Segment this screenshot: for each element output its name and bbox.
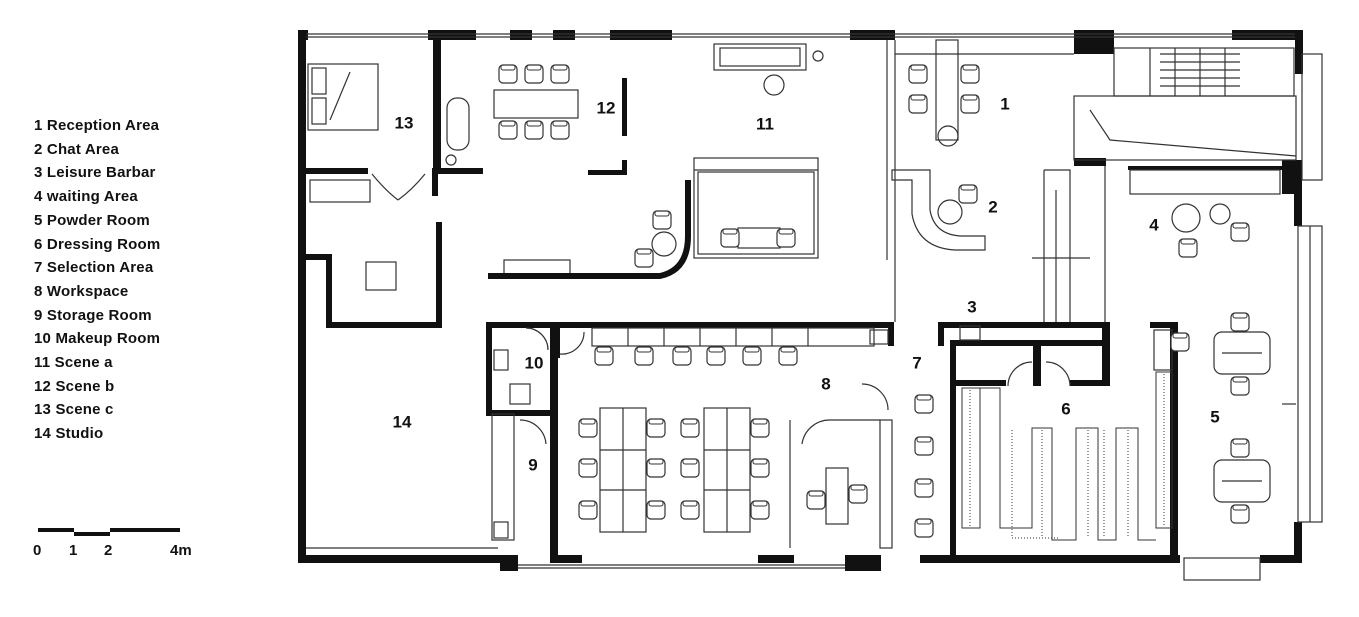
room-label: 12 bbox=[597, 98, 616, 117]
scale-tick-label: 0 bbox=[33, 542, 42, 559]
legend-item: 4 waiting Area bbox=[34, 188, 138, 206]
room-label: 11 bbox=[756, 114, 774, 133]
room-label: 9 bbox=[528, 455, 537, 474]
legend-item: 13 Scene c bbox=[34, 401, 114, 419]
thin-lines bbox=[306, 33, 1323, 581]
room-label: 8 bbox=[821, 374, 830, 393]
room-label: 5 bbox=[1210, 407, 1219, 426]
furniture-chairs bbox=[498, 64, 1250, 538]
scale-tick-label: 4m bbox=[170, 542, 192, 559]
legend-item: 3 Leisure Barbar bbox=[34, 164, 156, 182]
room-label: 1 bbox=[1000, 94, 1009, 113]
room-label: 13 bbox=[395, 113, 414, 132]
room-label: 7 bbox=[912, 353, 921, 372]
room-label: 4 bbox=[1149, 215, 1159, 234]
legend-item: 5 Powder Room bbox=[34, 211, 150, 229]
room-label: 2 bbox=[988, 197, 997, 216]
legend-item: 10 Makeup Room bbox=[34, 330, 161, 348]
scale-bar: 0 1 2 4m bbox=[30, 520, 220, 570]
legend-item: 14 Studio bbox=[34, 425, 104, 443]
scale-tick-label: 1 bbox=[69, 542, 78, 559]
legend-item: 11 Scene a bbox=[34, 354, 113, 372]
room-label: 3 bbox=[967, 297, 976, 316]
room-label: 10 bbox=[525, 353, 544, 372]
legend-item: 6 Dressing Room bbox=[34, 235, 161, 253]
room-label: 6 bbox=[1061, 399, 1070, 418]
scale-tick-label: 2 bbox=[104, 542, 113, 559]
walls bbox=[298, 30, 1303, 571]
legend-item: 1 Reception Area bbox=[34, 117, 160, 134]
legend-item: 2 Chat Area bbox=[34, 140, 120, 158]
scene-b-table bbox=[493, 89, 579, 119]
wardrobe-racks bbox=[961, 371, 1173, 541]
legend-item: 12 Scene b bbox=[34, 377, 115, 395]
scale-bar-graphic bbox=[38, 528, 180, 536]
room-number-labels: 1 2 3 4 5 6 7 8 9 10 11 12 13 14 bbox=[393, 94, 1220, 474]
legend-item: 8 Workspace bbox=[34, 282, 129, 300]
room-legend: 1 Reception Area 2 Chat Area 3 Leisure B… bbox=[34, 114, 160, 446]
legend-item: 7 Selection Area bbox=[34, 259, 154, 277]
room-label: 14 bbox=[393, 412, 412, 431]
legend-item: 9 Storage Room bbox=[34, 306, 152, 324]
